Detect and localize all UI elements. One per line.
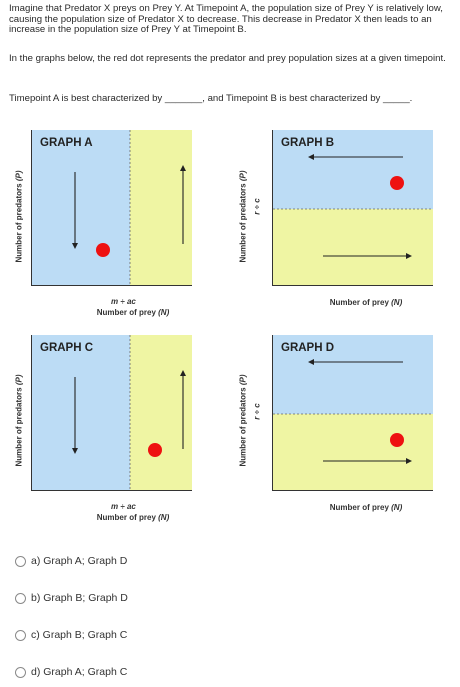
question-prompt: Timepoint A is best characterized by ___… bbox=[9, 93, 413, 104]
graph-a-up-arrow-head bbox=[180, 165, 186, 171]
graph-d-title: GRAPH D bbox=[281, 342, 334, 354]
graph-c: GRAPH C bbox=[31, 335, 192, 491]
option-a[interactable]: a) Graph A; Graph D bbox=[15, 555, 127, 567]
graph-b-title: GRAPH B bbox=[281, 137, 334, 149]
graph-c-yellow-region bbox=[130, 335, 192, 490]
option-b[interactable]: b) Graph B; Graph D bbox=[15, 592, 128, 604]
graph-c-plot: GRAPH C bbox=[32, 335, 192, 490]
graph-b-right-arrow-head bbox=[406, 253, 412, 259]
graph-a: GRAPH A bbox=[31, 130, 192, 286]
option-c-label: c) Graph B; Graph C bbox=[31, 629, 128, 641]
radio-option-a[interactable] bbox=[15, 555, 26, 567]
graph-d-blue-region bbox=[273, 335, 433, 414]
graph-b-red-dot bbox=[390, 176, 404, 190]
graph-d-y-label: Number of predators (P) bbox=[238, 374, 248, 467]
radio-option-c[interactable] bbox=[15, 629, 26, 641]
graph-b-isocline-label: r ÷ c bbox=[252, 198, 262, 215]
option-a-label: a) Graph A; Graph D bbox=[31, 555, 128, 567]
graph-a-yellow-region bbox=[130, 130, 192, 285]
question-graph-description: In the graphs below, the red dot represe… bbox=[9, 53, 446, 64]
graph-b-left-arrow-head bbox=[308, 154, 314, 160]
graph-a-x-label: Number of prey (N) bbox=[96, 308, 170, 317]
graph-b: GRAPH B bbox=[272, 130, 433, 286]
question-intro: Imagine that Predator X preys on Prey Y.… bbox=[9, 3, 443, 36]
graph-d-plot: GRAPH D bbox=[273, 335, 433, 490]
graph-d-left-arrow-head bbox=[308, 359, 314, 365]
graph-a-title: GRAPH A bbox=[40, 137, 93, 149]
option-d[interactable]: d) Graph A; Graph C bbox=[15, 666, 127, 678]
graph-b-x-label: Number of prey (N) bbox=[329, 298, 403, 307]
option-c[interactable]: c) Graph B; Graph C bbox=[15, 629, 127, 641]
graph-d-yellow-region bbox=[273, 414, 433, 490]
graph-c-blue-region bbox=[32, 335, 130, 490]
graph-a-y-label: Number of predators (P) bbox=[14, 170, 24, 263]
graph-d-red-dot bbox=[390, 433, 404, 447]
graph-a-red-dot bbox=[96, 243, 110, 257]
graph-b-yellow-region bbox=[273, 209, 433, 285]
graph-a-isocline-label: m ÷ ac bbox=[111, 297, 136, 306]
graph-b-blue-region bbox=[273, 130, 433, 209]
graph-d-isocline-label: r ÷ c bbox=[252, 403, 262, 420]
graph-c-red-dot bbox=[148, 443, 162, 457]
graph-c-title: GRAPH C bbox=[40, 342, 93, 354]
radio-option-b[interactable] bbox=[15, 592, 26, 604]
graph-c-down-arrow-head bbox=[72, 448, 78, 454]
graph-d-x-label: Number of prey (N) bbox=[329, 503, 403, 512]
graph-b-y-label: Number of predators (P) bbox=[238, 170, 248, 263]
graph-a-blue-region bbox=[32, 130, 130, 285]
option-d-label: d) Graph A; Graph C bbox=[31, 666, 128, 678]
graph-c-isocline-label: m ÷ ac bbox=[111, 502, 136, 511]
graph-a-down-arrow-head bbox=[72, 243, 78, 249]
graph-d: GRAPH D bbox=[272, 335, 433, 491]
graph-c-up-arrow-head bbox=[180, 370, 186, 376]
graph-b-plot: GRAPH B bbox=[273, 130, 433, 285]
graph-a-plot: GRAPH A bbox=[32, 130, 192, 285]
graph-c-y-label: Number of predators (P) bbox=[14, 374, 24, 467]
graph-d-right-arrow-head bbox=[406, 458, 412, 464]
radio-option-d[interactable] bbox=[15, 666, 26, 678]
option-b-label: b) Graph B; Graph D bbox=[31, 592, 128, 604]
graph-c-x-label: Number of prey (N) bbox=[96, 513, 170, 522]
